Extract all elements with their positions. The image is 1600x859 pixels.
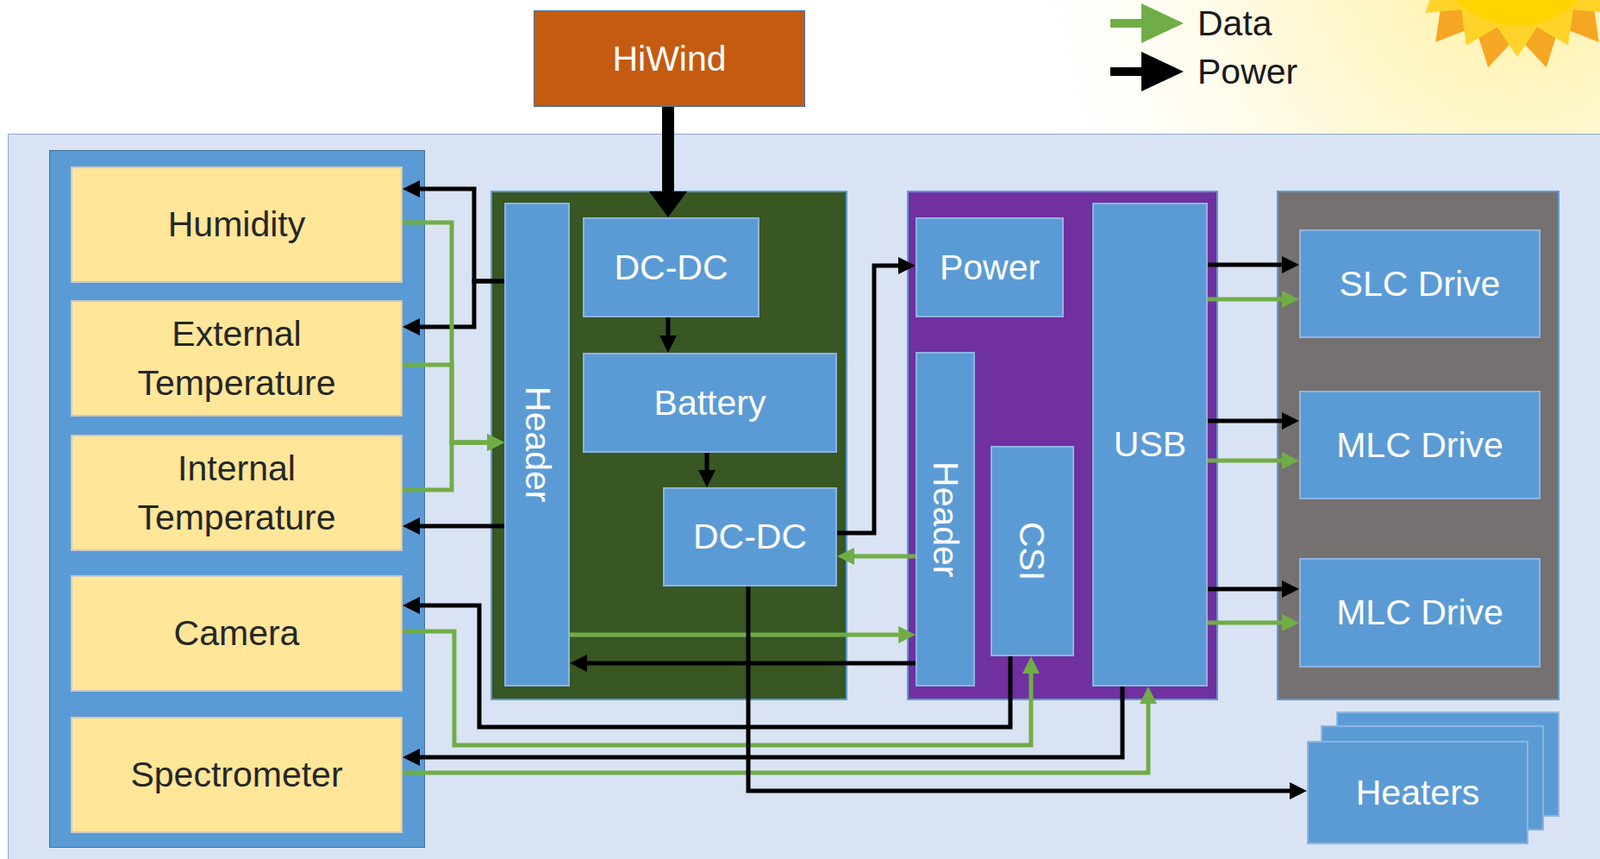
data-arrow xyxy=(1207,620,1282,625)
box-label: SLC Drive xyxy=(1339,259,1501,309)
power-arrow xyxy=(419,281,505,327)
data-arrow xyxy=(569,632,899,638)
box-label: Internal Temperature xyxy=(83,443,390,542)
box-label: Header xyxy=(920,461,970,577)
legend-arrow-shaft xyxy=(1110,18,1145,28)
box-label: Heaters xyxy=(1356,768,1481,818)
box-label: MLC Drive xyxy=(1336,587,1504,638)
converter-box: DC-DC xyxy=(582,217,760,318)
power-arrow xyxy=(419,188,505,282)
power-arrow xyxy=(705,452,710,470)
box-label: Camera xyxy=(174,608,300,658)
box-label: USB xyxy=(1113,419,1187,469)
sensor-box: Internal Temperature xyxy=(70,434,403,551)
battery-box: Battery xyxy=(582,352,838,453)
storage-panel: SLC DriveMLC DriveMLC Drive xyxy=(1276,190,1560,700)
box-label: Header xyxy=(512,386,563,502)
power-arrow xyxy=(1207,587,1282,592)
power-arrow xyxy=(419,524,505,529)
heater-box: Heaters xyxy=(1306,740,1529,844)
power-arrow xyxy=(666,317,671,336)
power-arrow xyxy=(748,586,1290,791)
sensor-box: External Temperature xyxy=(70,300,403,417)
power-arrow xyxy=(837,265,899,533)
header-connector: Header xyxy=(915,351,975,687)
box-label: DC-DC xyxy=(693,512,807,562)
data-arrow xyxy=(402,631,1032,745)
data-arrow xyxy=(402,442,488,490)
converter-box: DC-DC xyxy=(662,487,838,587)
sun-rays xyxy=(1402,0,1600,57)
box-label: MLC Drive xyxy=(1336,420,1504,470)
power-arrow xyxy=(587,661,916,666)
legend-label: Data xyxy=(1197,0,1273,46)
drive-box: MLC Drive xyxy=(1299,557,1541,668)
box-label: Humidity xyxy=(168,200,306,250)
data-arrow xyxy=(402,703,1149,773)
heater-stack-box xyxy=(1337,712,1559,816)
drive-box: MLC Drive xyxy=(1299,390,1541,500)
power-arrow xyxy=(419,605,1011,727)
legend-arrow xyxy=(1110,3,1184,44)
legend-label: Power xyxy=(1197,49,1298,94)
legend-arrow-shaft xyxy=(1110,67,1145,76)
sun-icon xyxy=(1386,0,1600,68)
usb-port: USB xyxy=(1092,202,1208,687)
power-arrow xyxy=(419,686,1123,757)
drive-box: SLC Drive xyxy=(1299,229,1541,338)
legend-item: Power xyxy=(1197,49,1298,94)
power-arrow xyxy=(1207,418,1282,424)
computer-board: PowerHeaderCSI USB xyxy=(906,190,1219,700)
data-arrow xyxy=(402,364,488,443)
legend-arrow-head xyxy=(1141,3,1184,44)
legend-arrow xyxy=(1110,51,1184,92)
data-arrow xyxy=(1207,297,1282,302)
header-connector: Header xyxy=(504,202,570,687)
heater-stack-box xyxy=(1321,725,1544,830)
csi-port: CSI xyxy=(990,445,1075,657)
sensor-box: Spectrometer xyxy=(70,716,403,833)
sensor-box: Camera xyxy=(70,575,403,692)
legend-arrow-head xyxy=(1141,51,1184,92)
sun-disc xyxy=(1431,0,1600,26)
power-arrow xyxy=(1207,262,1282,268)
data-arrow xyxy=(402,222,488,443)
power-board: HeaderDC-DCBatteryDC-DC xyxy=(490,190,848,700)
box-label: Power xyxy=(939,243,1040,293)
system-panel: HumidityExternal TemperatureInternal Tem… xyxy=(7,133,1600,859)
sensor-panel: HumidityExternal TemperatureInternal Tem… xyxy=(49,150,425,848)
data-arrow xyxy=(854,554,916,559)
box-label: Battery xyxy=(654,378,767,428)
box-label: HiWind xyxy=(612,34,726,84)
sensor-box: Humidity xyxy=(70,166,403,283)
box-label: CSI xyxy=(1007,521,1057,581)
power-port: Power xyxy=(915,217,1064,318)
box-label: DC-DC xyxy=(613,243,728,293)
power-arrow xyxy=(662,106,675,192)
box-label: Spectrometer xyxy=(130,750,343,800)
data-arrow xyxy=(1207,458,1282,463)
sun-rays xyxy=(1386,0,1600,68)
source-box: HiWind xyxy=(533,10,806,107)
legend-item: Data xyxy=(1197,0,1273,46)
box-label: External Temperature xyxy=(83,309,390,407)
